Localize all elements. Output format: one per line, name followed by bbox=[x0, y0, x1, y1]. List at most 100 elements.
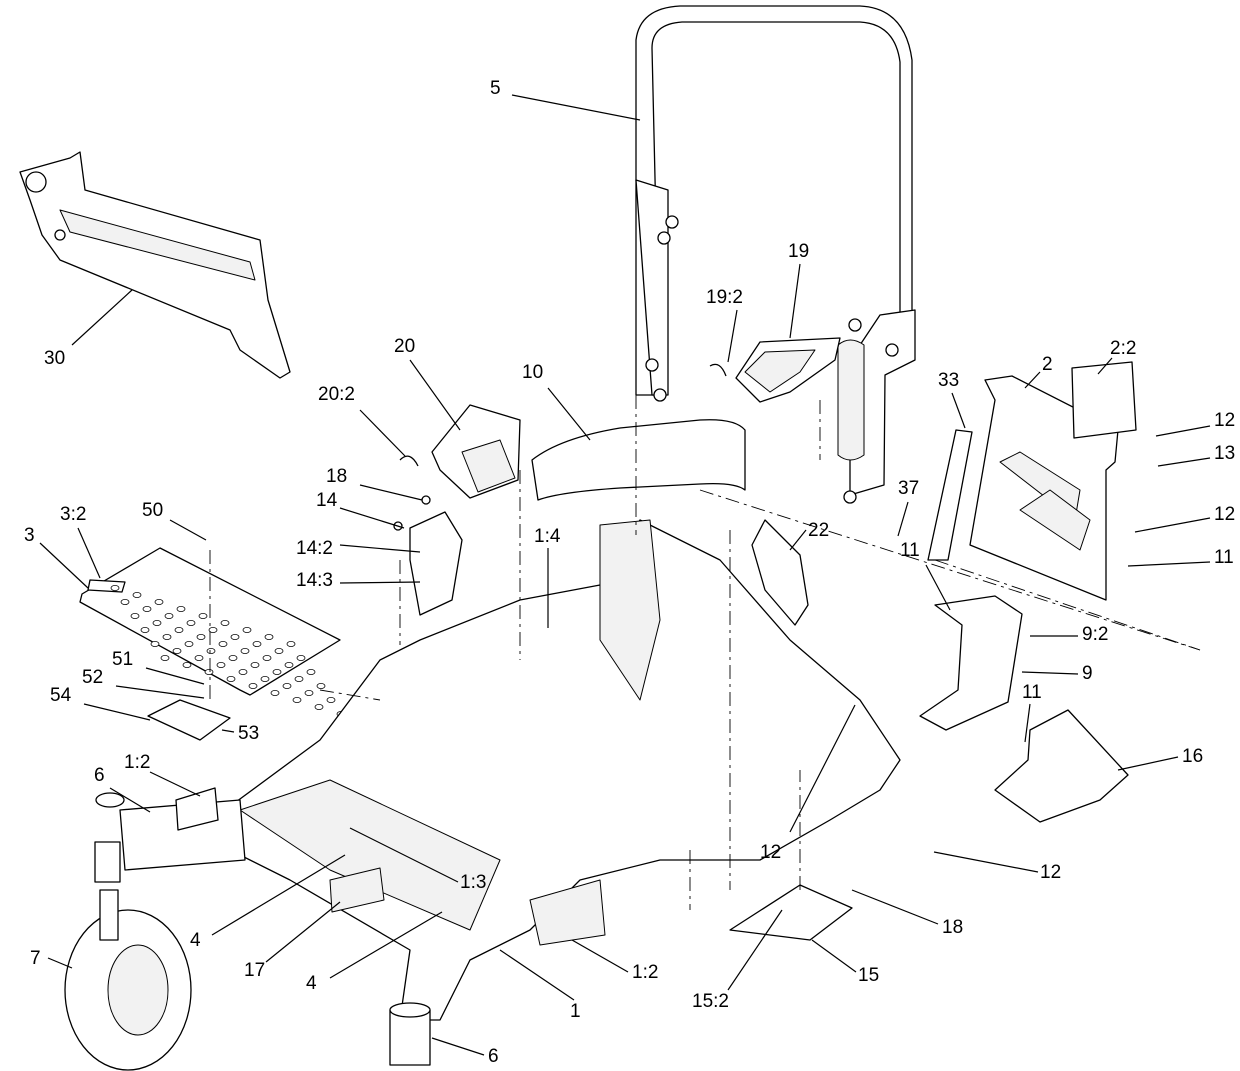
footplate-hole bbox=[228, 655, 238, 662]
part-1-2-decal-left bbox=[175, 787, 219, 831]
callout-c-37: 37 bbox=[898, 478, 919, 499]
footplate-hole bbox=[262, 655, 272, 662]
callout-c-11b: 11 bbox=[900, 540, 920, 561]
footplate-hole bbox=[162, 634, 172, 641]
callout-c-11a: 11 bbox=[1214, 547, 1234, 568]
callout-c-9: 9 bbox=[1082, 663, 1093, 684]
leader-line-c-2-2 bbox=[1097, 357, 1113, 375]
callout-c-54: 54 bbox=[50, 685, 72, 706]
footplate-hole bbox=[204, 669, 214, 676]
callout-c-13: 13 bbox=[1214, 443, 1235, 464]
footplate-hole bbox=[182, 662, 192, 669]
part-16-shield bbox=[994, 709, 1129, 823]
leader-line-c-14-2 bbox=[339, 544, 421, 553]
footplate-hole bbox=[326, 697, 336, 704]
leader-line-c-10 bbox=[547, 387, 591, 441]
callout-c-33: 33 bbox=[938, 370, 959, 391]
footplate-hole bbox=[242, 627, 252, 634]
footplate-hole bbox=[132, 592, 142, 599]
footplate-hole bbox=[238, 669, 248, 676]
callout-c-18a: 18 bbox=[326, 466, 347, 487]
leader-line-c-1-2a bbox=[149, 771, 201, 797]
footplate-hole bbox=[208, 627, 218, 634]
footplate-hole bbox=[306, 669, 316, 676]
footplate-hole bbox=[186, 620, 196, 627]
leader-line-c-52 bbox=[115, 685, 205, 699]
callout-c-12d: 12 bbox=[1040, 862, 1061, 883]
leader-line-c-1-3 bbox=[349, 827, 459, 883]
callout-c-1-4: 1:4 bbox=[534, 526, 561, 547]
footplate-hole bbox=[140, 627, 150, 634]
part-3-holes bbox=[110, 585, 346, 718]
part-2-2-decal bbox=[1071, 361, 1137, 439]
part-20-bracket bbox=[431, 404, 521, 499]
callout-c-6b: 6 bbox=[488, 1046, 499, 1067]
footplate-hole bbox=[160, 655, 170, 662]
footplate-hole bbox=[264, 634, 274, 641]
footplate-hole bbox=[164, 613, 174, 620]
callout-c-30: 30 bbox=[44, 348, 65, 369]
footplate-hole bbox=[174, 627, 184, 634]
callout-c-50: 50 bbox=[142, 500, 163, 521]
part-3-footplate bbox=[79, 547, 341, 696]
part-30-linkage bbox=[19, 151, 291, 379]
leader-line-c-11c bbox=[1024, 703, 1031, 743]
footplate-hole bbox=[218, 641, 228, 648]
footplate-hole bbox=[154, 599, 164, 606]
leader-line-c-19-2 bbox=[727, 309, 738, 363]
part-10-rear-cover bbox=[531, 419, 746, 501]
leader-line-c-19 bbox=[789, 263, 801, 339]
leader-line-c-14 bbox=[339, 507, 405, 529]
part-5-roll-bar bbox=[635, 5, 916, 504]
callout-c-14-2: 14:2 bbox=[296, 538, 333, 559]
part-6-cap-bottom bbox=[389, 1002, 431, 1066]
callout-c-15: 15 bbox=[858, 965, 879, 986]
leader-line-c-30 bbox=[71, 289, 133, 346]
leader-line-c-18b bbox=[851, 889, 939, 925]
leader-line-c-12d bbox=[933, 851, 1039, 873]
footplate-hole bbox=[316, 683, 326, 690]
callout-c-52: 52 bbox=[82, 667, 103, 688]
leader-line-c-12c bbox=[789, 704, 856, 833]
footplate-hole bbox=[216, 662, 226, 669]
leader-line-c-17 bbox=[265, 901, 341, 963]
callout-c-2-2: 2:2 bbox=[1110, 338, 1136, 359]
part-33-strap bbox=[927, 429, 973, 561]
footplate-hole bbox=[172, 648, 182, 655]
callout-c-14-3: 14:3 bbox=[296, 570, 333, 591]
footplate-hole bbox=[294, 676, 304, 683]
leader-line-c-15-2 bbox=[727, 909, 783, 991]
leader-line-c-1-2b bbox=[571, 939, 629, 973]
callout-c-15-2: 15:2 bbox=[692, 991, 729, 1012]
footplate-hole bbox=[240, 648, 250, 655]
footplate-hole bbox=[130, 613, 140, 620]
part-20-2-clip bbox=[399, 455, 419, 467]
part-22-grill bbox=[751, 519, 809, 626]
callout-c-12a: 12 bbox=[1214, 410, 1235, 431]
callout-c-53: 53 bbox=[238, 723, 259, 744]
footplate-hole bbox=[194, 655, 204, 662]
leader-line-c-3-2 bbox=[77, 527, 101, 579]
footplate-hole bbox=[150, 641, 160, 648]
footplate-hole bbox=[304, 690, 314, 697]
leader-line-c-14-3 bbox=[339, 581, 421, 584]
footplate-hole bbox=[260, 676, 270, 683]
footplate-hole bbox=[226, 676, 236, 683]
leader-line-c-12b bbox=[1134, 517, 1211, 533]
leader-line-c-18a bbox=[359, 484, 423, 501]
footplate-hole bbox=[272, 669, 282, 676]
leader-line-c-4b bbox=[329, 911, 443, 979]
callout-c-1-3: 1:3 bbox=[460, 872, 486, 893]
footplate-hole bbox=[220, 620, 230, 627]
leader-line-c-6a bbox=[109, 787, 151, 813]
callout-c-12c: 12 bbox=[760, 842, 781, 863]
callout-c-10: 10 bbox=[522, 362, 543, 383]
footplate-hole bbox=[142, 606, 152, 613]
part-54-plate bbox=[147, 699, 231, 741]
leader-line-c-9 bbox=[1021, 671, 1079, 675]
callout-c-19-2: 19:2 bbox=[706, 287, 743, 308]
callout-c-18b: 18 bbox=[942, 917, 963, 938]
footplate-hole bbox=[286, 641, 296, 648]
footplate-hole bbox=[270, 690, 280, 697]
